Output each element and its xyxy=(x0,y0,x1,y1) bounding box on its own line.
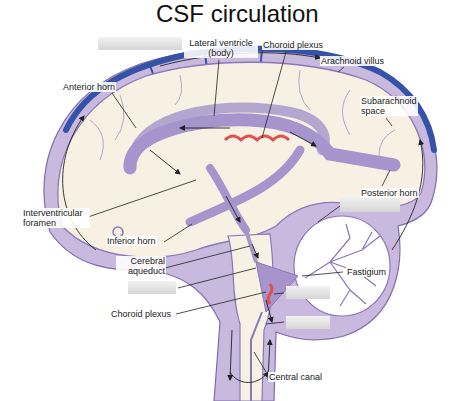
blank-label-box xyxy=(98,37,182,50)
blank-label-box xyxy=(286,286,330,299)
part-label: Arachnoid villus xyxy=(320,56,385,66)
subarachnoid-space xyxy=(44,48,437,401)
part-label: Cerebral aqueduct xyxy=(116,256,166,276)
blank-label-box xyxy=(128,281,176,294)
diagram-title: CSF circulation xyxy=(156,0,319,28)
part-label: Posterior horn xyxy=(360,188,419,198)
cerebral-aqueduct xyxy=(246,230,256,262)
part-label: Fastigium xyxy=(346,267,387,277)
part-label: Lateral ventricle (body) xyxy=(184,38,258,58)
blank-label-box xyxy=(286,316,330,329)
part-label: Interventricular foramen xyxy=(22,208,90,228)
part-label: Choroid plexus xyxy=(262,40,324,50)
blank-label-box xyxy=(340,196,400,212)
inferior-horn xyxy=(190,150,300,222)
part-label: Anterior horn xyxy=(62,82,116,92)
choroid-plexus xyxy=(268,284,272,304)
circulation-loop xyxy=(230,372,268,383)
third-ventricle xyxy=(210,168,246,230)
lateral-ventricle xyxy=(130,120,394,168)
leader-lines xyxy=(88,52,392,372)
part-label: Inferior horn xyxy=(106,236,157,246)
brainstem xyxy=(228,234,273,401)
part-label: Choroid plexus xyxy=(110,309,172,319)
part-label: Central canal xyxy=(268,372,323,382)
choroid-plexus xyxy=(225,136,289,140)
flow-arrows xyxy=(63,53,423,380)
part-label: Subarachnoid space xyxy=(360,96,418,116)
cerebellum xyxy=(294,216,390,316)
